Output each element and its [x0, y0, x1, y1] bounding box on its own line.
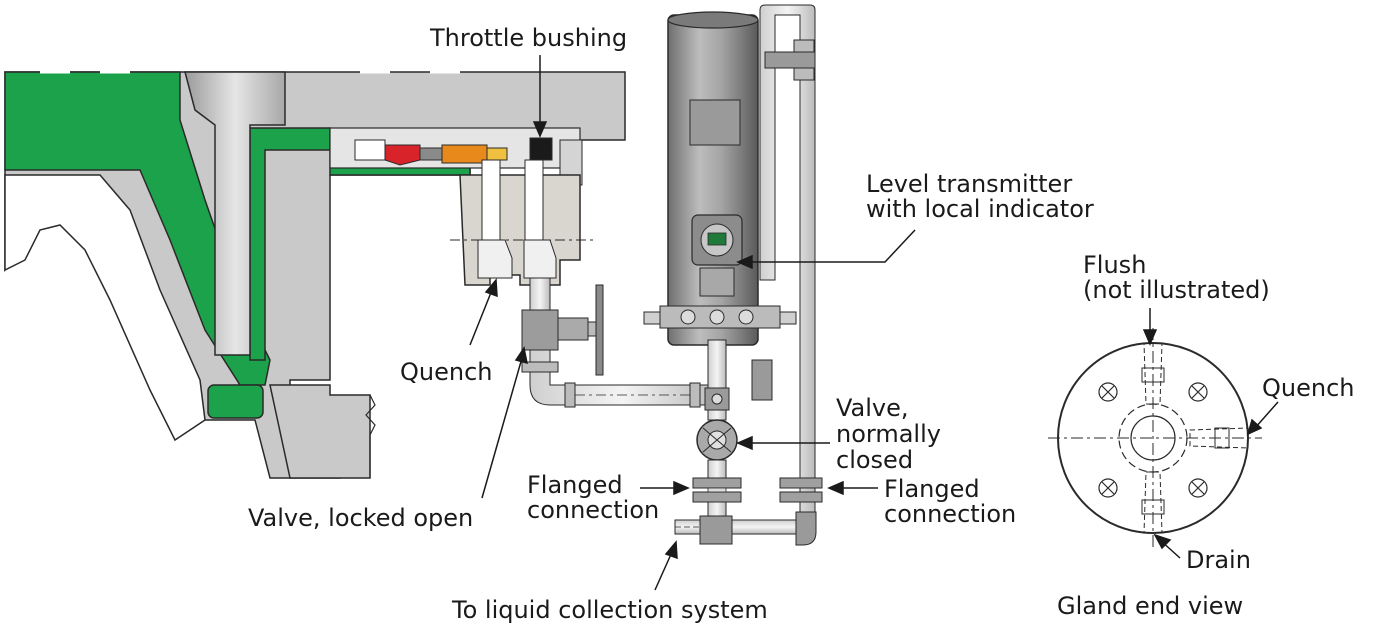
valve-locked-open-label: Valve, locked open [248, 504, 474, 532]
throttle-bushing-label: Throttle bushing [430, 24, 628, 52]
quench-piping [521, 277, 716, 408]
flanged-connection-left-line-1: Flanged [527, 471, 623, 499]
level-transmitter-line-1: Level transmitter [866, 170, 1073, 198]
flanged-connection-right-line-1: Flanged [884, 475, 980, 503]
quench-label: Quench [400, 358, 493, 386]
gland-end-view-drawing [1048, 328, 1262, 548]
flanged-connection-right-label: Flanged connection [884, 477, 1016, 527]
valve-normally-closed-line-3: closed [836, 446, 914, 474]
flanged-connection-right-line-2: connection [884, 500, 1017, 528]
flush-label: Flush (not illustrated) [1083, 253, 1270, 303]
collection-line [674, 501, 817, 546]
drain-label: Drain [1186, 546, 1251, 574]
valve-normally-closed-label: Valve, normally closed [836, 395, 941, 473]
flush-line-1: Flush [1083, 251, 1147, 279]
throttle-bushing-part [529, 137, 553, 161]
gland-end-view-label: Gland end view [1057, 592, 1244, 620]
leader-lines [469, 55, 1279, 591]
flanged-connection-left-line-2: connection [527, 496, 660, 524]
valve-normally-closed-line-1: Valve, [836, 394, 909, 422]
valve-normally-closed-line-2: normally [836, 420, 941, 448]
normally-closed-valve [696, 419, 738, 481]
level-transmitter-label: Level transmitter with local indicator [866, 172, 1094, 222]
flanged-connection-left-label: Flanged connection [527, 473, 659, 523]
reservoir-vessel [643, 11, 797, 346]
flanged-connection-left-part [692, 477, 742, 503]
quench-right-label: Quench [1262, 374, 1355, 402]
flanged-connection-right-part [779, 477, 823, 503]
flush-line-2: (not illustrated) [1083, 276, 1270, 304]
pump-housing [4, 70, 626, 479]
seal-cartridge [329, 127, 595, 286]
to-liquid-collection-label: To liquid collection system [452, 596, 768, 624]
level-transmitter-line-2: with local indicator [866, 195, 1094, 223]
